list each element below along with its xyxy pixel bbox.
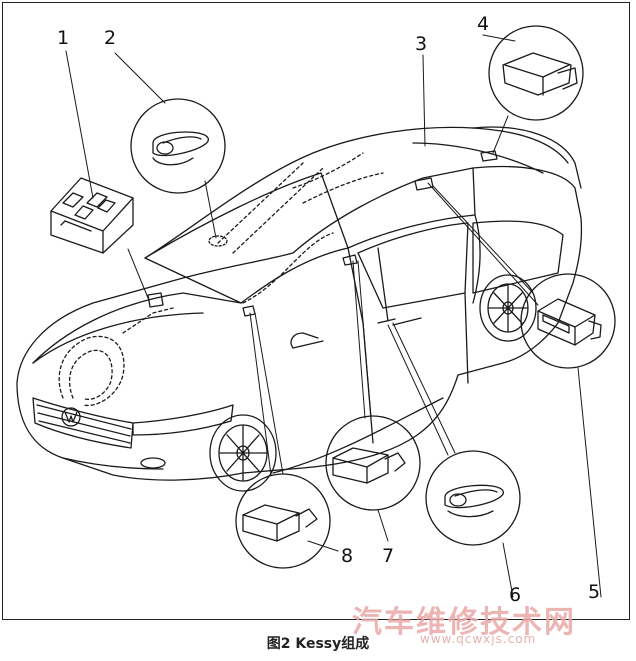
label-5: 5 xyxy=(588,581,601,603)
watermark-logo: 汽车维修技术网 xyxy=(352,605,576,640)
label-7: 7 xyxy=(382,545,395,567)
diagram-figure: 1 2 3 4 5 6 7 8 xyxy=(2,2,630,620)
callout-circle-5-antenna xyxy=(520,273,616,369)
leader-lines xyxy=(65,34,602,598)
callout-circle-7-sensor xyxy=(325,415,421,511)
car-line-drawing xyxy=(16,25,616,598)
label-8: 8 xyxy=(341,545,354,567)
callout-circle-8-sensor xyxy=(235,473,331,569)
label-1: 1 xyxy=(57,27,70,49)
front-wheel xyxy=(209,414,277,492)
callout-circle-4-antenna xyxy=(488,25,584,121)
label-2: 2 xyxy=(104,27,117,49)
callout-circle-6-handle xyxy=(425,450,521,546)
callout-circle-2-handle xyxy=(130,98,226,194)
watermark-url: www.qcwxjs.com xyxy=(420,632,537,646)
label-4: 4 xyxy=(477,13,490,35)
rear-wheel xyxy=(479,274,537,342)
label-6: 6 xyxy=(509,584,522,606)
label-3: 3 xyxy=(415,33,428,55)
figure-caption: 图2 Kessy组成 xyxy=(266,636,370,652)
car-body xyxy=(16,126,583,481)
component-1-control-unit xyxy=(50,177,134,254)
